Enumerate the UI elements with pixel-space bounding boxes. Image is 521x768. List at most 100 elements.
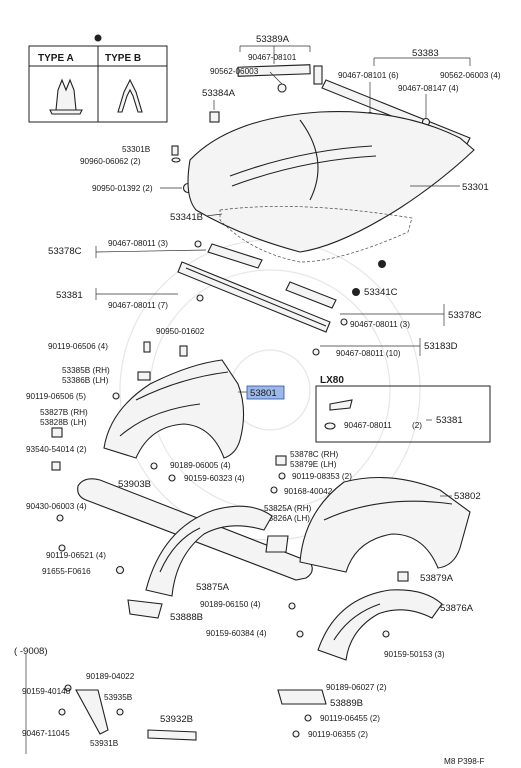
label-53378c-b: 53378C	[448, 310, 482, 321]
part-53341c	[378, 260, 386, 268]
part-93540-54014	[51, 461, 61, 471]
label-90950-01602: 90950-01602	[156, 327, 205, 336]
type-b-label: TYPE B	[105, 53, 141, 64]
label-90467-08101-a: 90467-08101	[248, 53, 297, 62]
label-90960-06062: 90960-06062 (2)	[80, 157, 141, 166]
label-90119-06521: 90119-06521 (4)	[46, 551, 106, 560]
label-90159-60384: 90159-60384 (4)	[206, 629, 267, 638]
part-90189-06150	[288, 602, 296, 610]
part-90950-01602	[179, 345, 188, 357]
label-53879a: 53879A	[420, 573, 454, 584]
label-91655-f0616: 91655-F0616	[42, 567, 91, 576]
seal-53381	[95, 261, 331, 333]
label-90159-60323: 90159-60323 (4)	[184, 474, 245, 483]
highlight-53801	[246, 385, 285, 400]
inset-bracket-label: ( -9008)	[14, 646, 48, 657]
label-90159-50153: 90159-50153 (3)	[384, 650, 445, 659]
inset-53931b: 53931B	[90, 739, 119, 748]
type-a-label: TYPE A	[38, 53, 74, 64]
part-90159-50153	[382, 630, 390, 638]
fender-53801	[103, 359, 245, 459]
label-53825a: 53825A (RH)	[264, 504, 312, 513]
part-90430-06003	[56, 514, 64, 522]
inset-90159-40148: 90159-40148	[22, 687, 71, 696]
label-53385b: 53385B (RH)	[62, 366, 110, 375]
label-53879e: 53879E (LH)	[290, 460, 337, 469]
part-90119-06506	[143, 341, 151, 353]
label-53341b: 53341B	[170, 212, 203, 223]
part-53384a	[209, 111, 220, 123]
label-53878c: 53878C (RH)	[290, 450, 339, 459]
label-90467-08011-7: 90467-08011 (7)	[108, 301, 168, 310]
label-90119-08353: 90119-08353 (2)	[292, 472, 352, 481]
part-53888b	[127, 599, 163, 619]
inset-box	[25, 654, 197, 754]
label-90168-40042: 90168-40042 (2)	[284, 487, 345, 496]
lx80-clip-label: 90467-08011	[344, 421, 392, 430]
label-53384a: 53384A	[202, 88, 236, 99]
label-53389a: 53389A	[256, 34, 290, 45]
inset-53935b: 53935B	[104, 693, 133, 702]
label-53378c-a: 53378C	[48, 246, 82, 257]
label-90119-06506: 90119-06506 (4)	[48, 342, 108, 351]
label-90189-06027: 90189-06027 (2)	[326, 683, 387, 692]
label-90562-06003-b: 90562-06003 (4)	[440, 71, 501, 80]
legend-dot-icon	[94, 34, 102, 42]
insulator-53341b	[219, 206, 413, 263]
seal-53378c-left	[95, 240, 263, 269]
label-53826a: 53826A (LH)	[264, 514, 310, 523]
label-53341c: 53341C	[364, 287, 398, 298]
part-53878c	[275, 455, 287, 466]
label-90430-06003: 90430-06003 (4)	[26, 502, 87, 511]
part-91655-f0616	[115, 565, 125, 575]
inset-53932b: 53932B	[160, 714, 193, 725]
label-53876a: 53876A	[440, 603, 474, 614]
label-53903b: 53903B	[118, 479, 151, 490]
part-53879a	[397, 571, 409, 582]
label-90562-06003-a: 90562-06003	[210, 67, 259, 76]
lx80-trim-label: 53381	[436, 415, 463, 426]
label-53801: 53801	[250, 388, 277, 399]
part-53889b	[277, 689, 327, 705]
type-legend: TYPE A TYPE B	[28, 34, 168, 123]
inset-90467-11045: 90467-11045	[22, 729, 70, 738]
part-90960-06062	[171, 157, 181, 163]
part-53827b	[51, 427, 63, 438]
label-53301b: 53301B	[122, 145, 151, 154]
label-90119-06355: 90119-06355 (2)	[308, 730, 368, 739]
label-53383: 53383	[412, 48, 439, 59]
clip-type-a-icon	[49, 78, 83, 115]
page-reference: M8 P398-F	[444, 757, 485, 766]
part-90189-06005	[150, 462, 158, 470]
label-90467-08011-3b: 90467-08011 (3)	[350, 320, 410, 329]
part-90159-60323	[168, 474, 176, 482]
label-53875a: 53875A	[196, 582, 230, 593]
label-90467-08101-b: 90467-08101 (6)	[338, 71, 399, 80]
label-53802: 53802	[454, 491, 481, 502]
part-53825a	[265, 535, 289, 553]
label-53381: 53381	[56, 290, 83, 301]
inset-90189-04022: 90189-04022	[86, 672, 135, 681]
seal-53378c-right	[285, 281, 445, 326]
liner-53876a	[317, 589, 443, 661]
label-53827b: 53827B (RH)	[40, 408, 88, 417]
part-90119-06521	[58, 544, 66, 552]
label-90189-06005: 90189-06005 (4)	[170, 461, 231, 470]
clip-type-b-icon	[117, 78, 143, 113]
fender-53802	[299, 476, 471, 573]
part-90168-40042	[270, 486, 278, 494]
label-90467-08011-3a: 90467-08011 (3)	[108, 239, 168, 248]
part-90159-60384	[296, 630, 304, 638]
hood-53301	[187, 111, 475, 253]
label-90189-06150: 90189-06150 (4)	[200, 600, 261, 609]
lx80-title: LX80	[320, 375, 344, 386]
label-53183d: 53183D	[424, 341, 458, 352]
molding-53389a	[237, 45, 323, 93]
label-93540-54014: 93540-54014 (2)	[26, 445, 87, 454]
label-53828b: 53828B (LH)	[40, 418, 87, 427]
label-90950-01392: 90950-01392 (2)	[92, 184, 153, 193]
lx80-box	[315, 385, 491, 443]
label-90467-08147: 90467-08147 (4)	[398, 84, 459, 93]
label-90467-08011-10: 90467-08011 (10)	[336, 349, 401, 358]
